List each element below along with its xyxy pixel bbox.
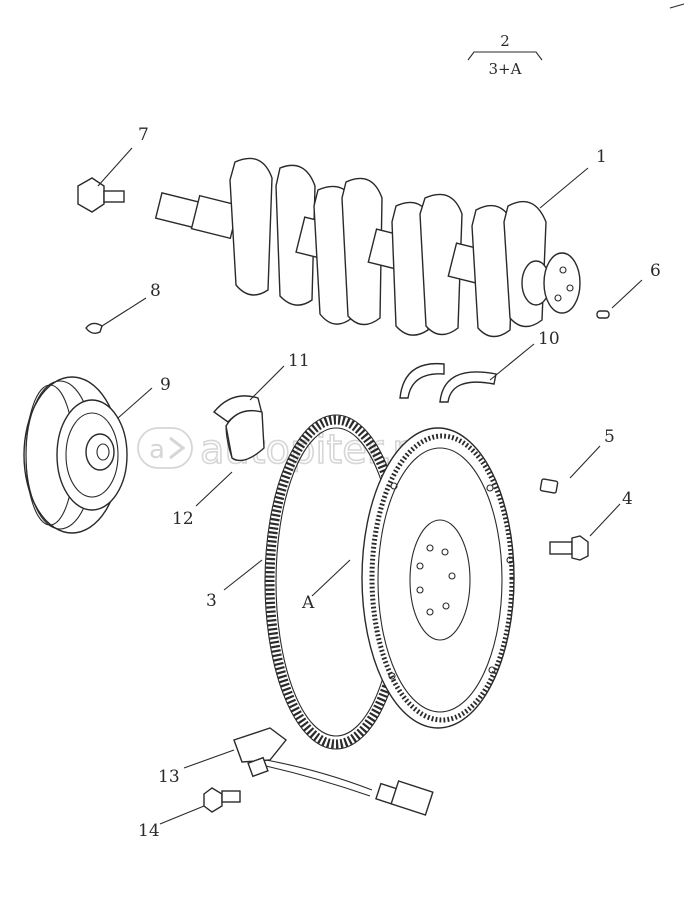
woodruff-key	[85, 322, 103, 335]
bearing-shells	[212, 395, 265, 462]
plug-bolt	[77, 177, 125, 213]
callout-labels: 1 7 8 6 9 10 11 12 5 4 3 A 13 14	[138, 125, 661, 841]
crankshaft-pulley	[23, 376, 128, 534]
fraction-bar	[467, 51, 543, 61]
callout-14: 14	[138, 821, 160, 841]
callout-11: 11	[288, 351, 310, 371]
leader-lines	[97, 147, 643, 825]
callout-9: 9	[160, 375, 171, 395]
flywheel	[361, 427, 515, 729]
thrust-washers	[399, 362, 497, 403]
callout-7: 7	[138, 125, 149, 145]
pin	[596, 310, 610, 319]
svg-text:a: a	[149, 435, 165, 465]
callout-5: 5	[604, 427, 615, 447]
watermark-logo-icon: a	[137, 427, 193, 469]
crankshaft-position-sensor	[233, 727, 434, 816]
fraction-numerator: 2	[500, 32, 510, 50]
callout-8: 8	[150, 281, 161, 301]
crankshaft	[154, 157, 581, 338]
callout-10: 10	[538, 329, 560, 349]
callout-12: 12	[172, 509, 194, 529]
header-fraction: 2 3+A	[467, 32, 543, 78]
callout-3: 3	[206, 591, 217, 611]
callout-13: 13	[158, 767, 180, 787]
callout-1: 1	[596, 147, 607, 167]
corner-mark	[669, 3, 685, 9]
callout-4: 4	[622, 489, 633, 509]
callout-6: 6	[650, 261, 661, 281]
sensor-bolt	[203, 787, 241, 813]
fraction-denominator: 3+A	[489, 60, 522, 78]
dowel	[539, 478, 559, 494]
flywheel-bolt	[549, 535, 589, 561]
callout-A: A	[301, 593, 315, 613]
